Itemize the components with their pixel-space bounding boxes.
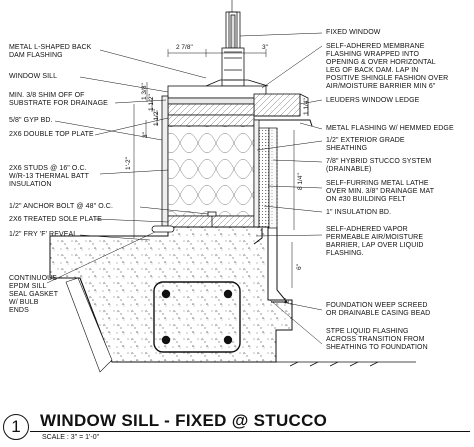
label-sill-gasket: CONTINUOUS EPDM SILL SEAL GASKET W/ BULB…: [9, 275, 59, 314]
detail-number: 1: [3, 414, 29, 440]
dimension-lines: [133, 49, 301, 288]
dim-wall-height: 1'-2": [125, 157, 132, 170]
label-stucco-system: 7/8" HYBRID STUCCO SYSTEM (DRAINABLE): [326, 158, 432, 173]
title-underline: [30, 431, 470, 432]
label-fixed-window: FIXED WINDOW: [326, 29, 381, 36]
label-shim: MIN. 3/8 SHIM OFF OF SUBSTRATE FOR DRAIN…: [9, 92, 108, 107]
dim-sill-width: 2 7/8": [176, 44, 193, 51]
label-window-sill: WINDOW SILL: [9, 73, 58, 80]
dim-gap: 2": [284, 298, 291, 304]
exterior-wall-layers: [253, 119, 278, 231]
stud-cavity-batt: [167, 125, 255, 217]
leader-lines-right: [239, 32, 323, 345]
gypsum-board: [161, 95, 169, 227]
label-reveal: 1/2" FRY 'F' REVEAL: [9, 231, 78, 238]
weep-screed: [253, 228, 289, 303]
window-sill: [165, 79, 313, 127]
label-metal-lathe: SELF-FURRING METAL LATHE OVER MIN. 3/8" …: [326, 180, 435, 203]
label-sheathing: 1/2" EXTERIOR GRADE SHEATHING: [326, 137, 405, 152]
label-air-barrier: SELF-ADHERED VAPOR PERMEABLE AIR/MOISTUR…: [326, 226, 424, 257]
rebar: [153, 281, 241, 353]
label-metal-flashing: METAL FLASHING W/ HEMMED EDGE: [326, 125, 454, 132]
dim-ledge-width: 3": [262, 44, 268, 51]
detail-title: WINDOW SILL - FIXED @ STUCCO: [40, 411, 328, 430]
dim-foundation-height: 6": [296, 264, 303, 270]
dim-ledge-height: 1 1/4": [303, 98, 310, 115]
label-anchor-bolt: 1/2" ANCHOR BOLT @ 48" O.C.: [9, 203, 113, 210]
dim-sill-height: 1 3/8": [141, 83, 148, 100]
sill-gasket: [151, 225, 175, 233]
label-membrane-flashing: SELF-ADHERED MEMBRANE FLASHING WRAPPED I…: [326, 43, 449, 90]
double-top-plate: [167, 103, 255, 127]
dim-top-plate: 1 1/2": [153, 109, 160, 126]
label-back-dam-flashing: METAL L-SHAPED BACK DAM FLASHING: [9, 44, 92, 59]
sole-plate: [167, 215, 255, 228]
fixed-window-frame: [221, 0, 245, 91]
label-insulation-board: 1" INSULATION BD.: [326, 209, 392, 216]
label-liquid-flashing: STPE LIQUID FLASHING ACROSS TRANSITION F…: [326, 328, 428, 351]
label-sole-plate: 2X6 TREATED SOLE PLATE: [9, 216, 102, 223]
grade: [276, 361, 416, 367]
dim-upper: 3": [142, 132, 149, 138]
label-weep-screed: FOUNDATION WEEP SCREED OR DRAINABLE CASI…: [326, 302, 431, 317]
scale-note: SCALE : 3" = 1'-0": [42, 434, 100, 441]
label-gyp-board: 5/8" GYP BD.: [9, 117, 53, 124]
label-double-top-plate: 2X6 DOUBLE TOP PLATE: [9, 131, 94, 138]
label-studs-batt: 2X6 STUDS @ 16" O.C. W/R-13 THERMAL BATT…: [9, 165, 89, 188]
dim-stucco-height: 8 1/4": [297, 173, 304, 190]
foundation: [49, 226, 293, 373]
label-window-ledge: LEUDERS WINDOW LEDGE: [326, 97, 420, 104]
